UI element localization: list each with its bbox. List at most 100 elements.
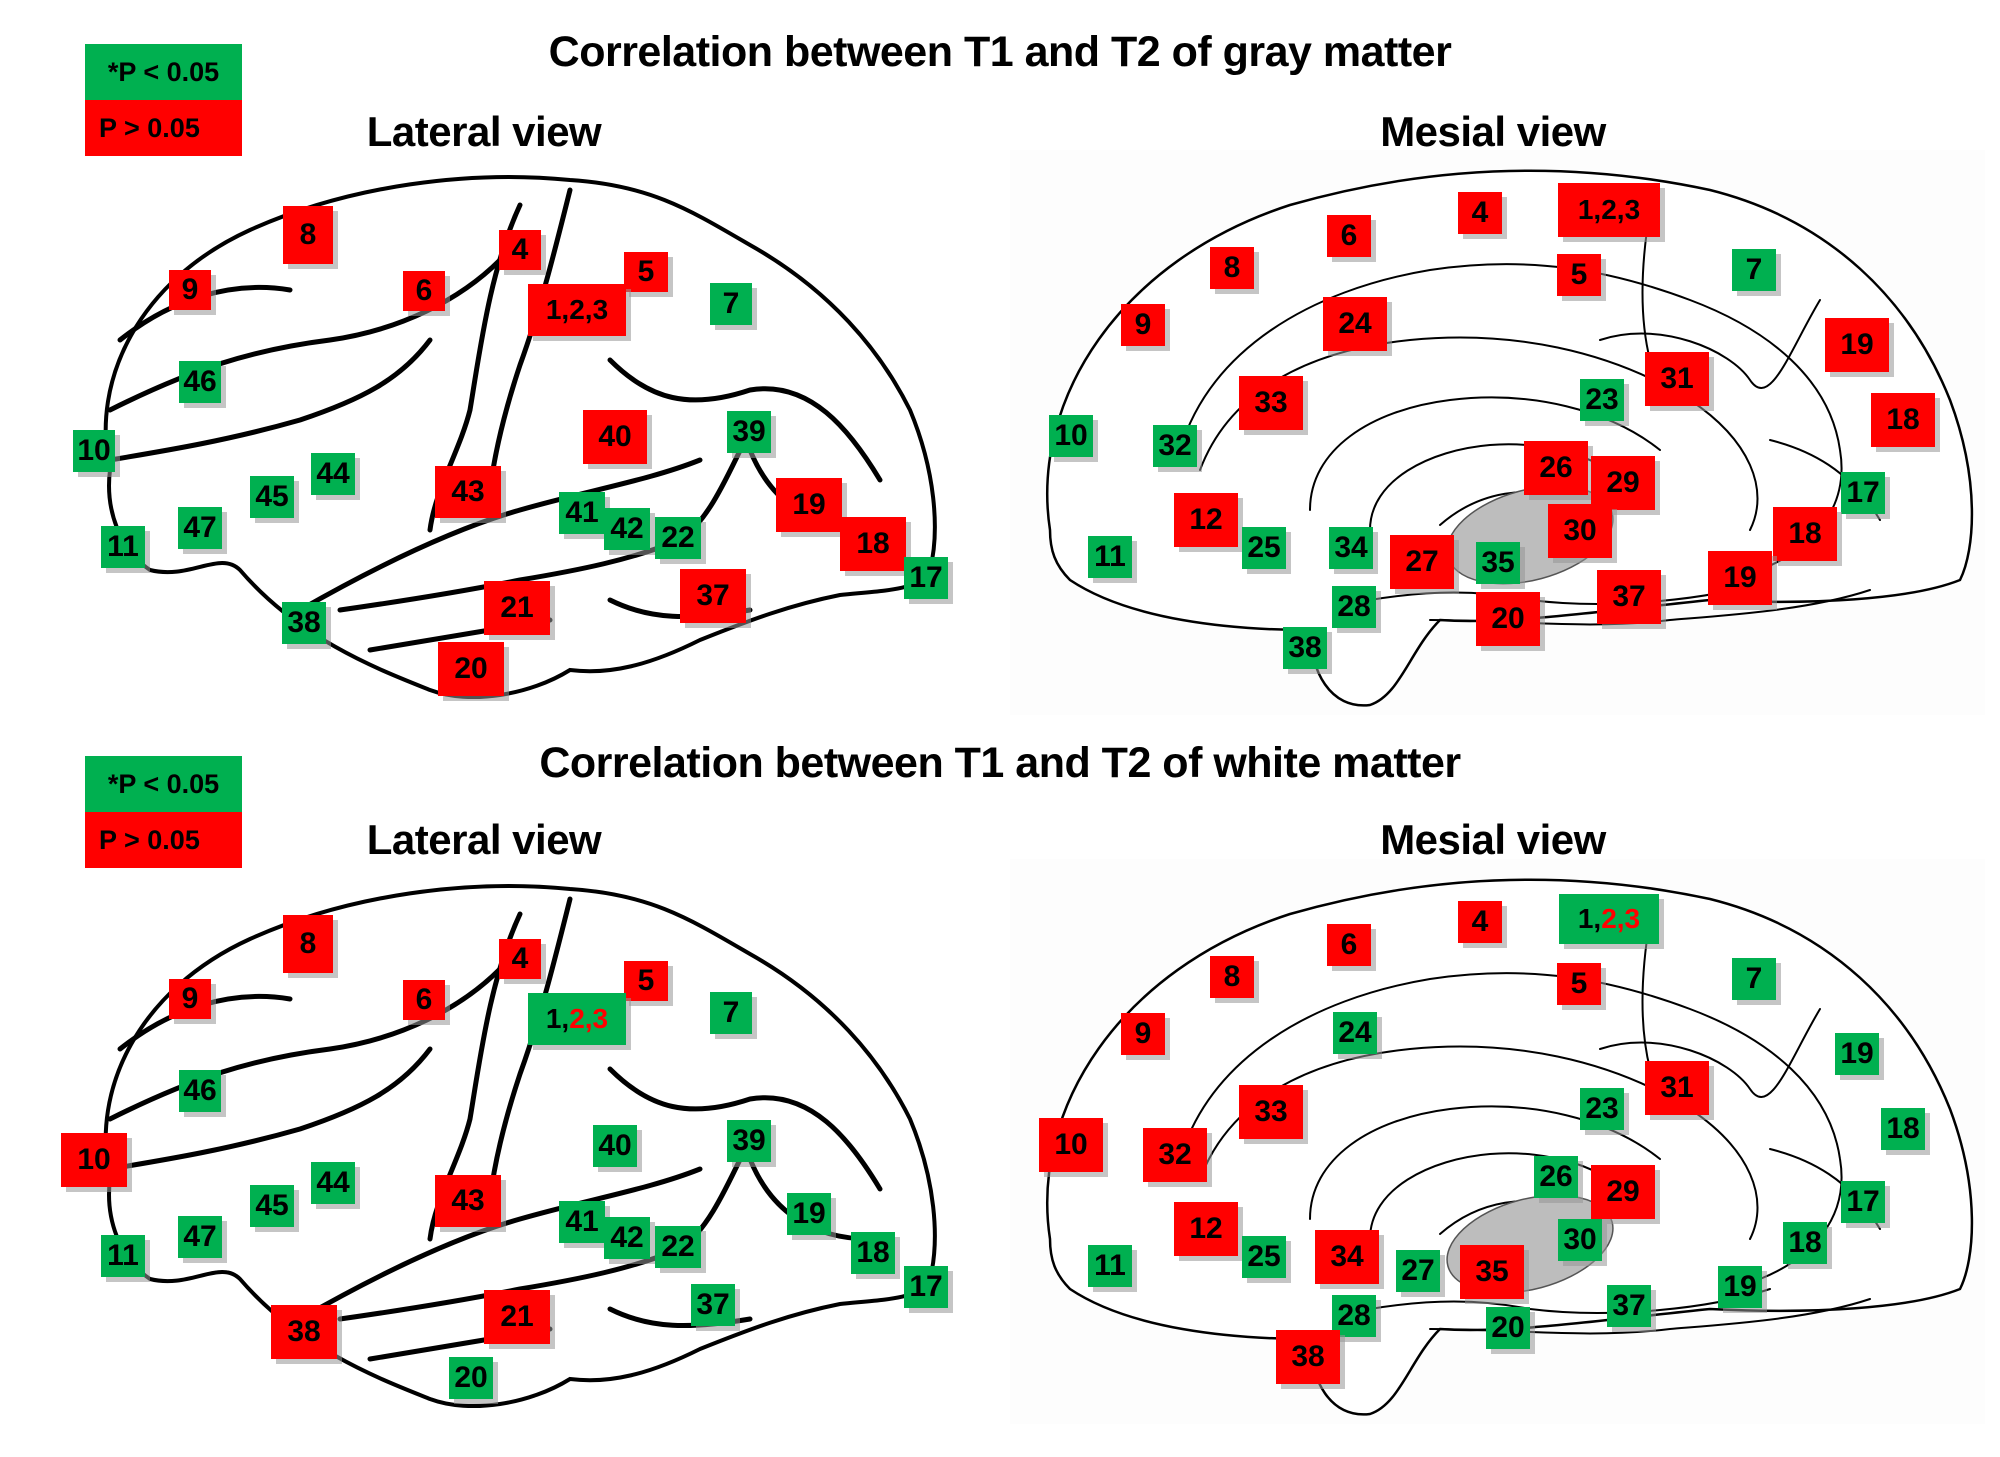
brain-sulcus [1179,972,1843,1280]
gray-matter-panel: Correlation between T1 and T2 of gray ma… [0,0,2000,720]
brain-sulcus [107,257,503,413]
region-label-part: 2,3 [1601,903,1641,934]
lateral-region-brodmann-7: 7 [710,992,752,1034]
mesial-region-brodmann-10: 10 [1049,415,1093,457]
lateral-region-brodmann-8: 8 [283,915,333,973]
brain-sulcus [487,187,573,493]
mesial-region-brodmann-32: 32 [1153,425,1197,467]
lateral-region-brodmann-46: 46 [179,1070,221,1112]
mesial-region-brodmann-34: 34 [1315,1230,1379,1284]
brain-sulcus [337,427,753,613]
lateral-region-brodmann-1-2-3: 1,2,3 [528,993,626,1045]
mesial-region-brodmann-33: 33 [1239,376,1303,430]
mesial-region-brodmann-33: 33 [1239,1085,1303,1139]
lateral-region-brodmann-9: 9 [169,979,211,1019]
mesial-region-brodmann-24: 24 [1333,1012,1377,1054]
lateral-region-brodmann-38: 38 [282,602,326,644]
lateral-region-brodmann-38: 38 [271,1305,337,1359]
mesial-region-brodmann-11: 11 [1088,1245,1132,1287]
mesial-region-brodmann-38: 38 [1276,1330,1340,1384]
mesial-region-brodmann-9: 9 [1121,1013,1165,1055]
lateral-region-brodmann-1-2-3: 1,2,3 [528,284,626,336]
mesial-region-brodmann-19: 19 [1718,1266,1762,1308]
lateral-region-brodmann-10: 10 [73,430,115,472]
mesial-region-brodmann-18: 18 [1773,507,1837,561]
brain-sulcus [107,1046,433,1172]
brain-sulcus [107,337,433,463]
lateral-region-brodmann-5: 5 [624,252,668,292]
lateral-region-brodmann-40: 40 [593,1125,637,1167]
lateral-region-brodmann-10: 10 [61,1133,127,1187]
lateral-region-brodmann-42: 42 [604,1217,650,1259]
mesial-region-brodmann-34: 34 [1329,527,1373,569]
mesial-region-brodmann-25: 25 [1242,527,1286,569]
mesial-view-title: Mesial view [1380,816,1606,863]
mesial-region-brodmann-27: 27 [1390,535,1454,589]
mesial-region-brodmann-17: 17 [1841,1181,1885,1223]
lateral-region-brodmann-11: 11 [101,526,145,568]
mesial-region-brodmann-4: 4 [1458,192,1502,234]
mesial-region-brodmann-8: 8 [1210,247,1254,289]
lateral-region-brodmann-39: 39 [727,411,771,453]
lateral-region-brodmann-20: 20 [449,1357,493,1399]
brain-sulcus [297,1166,703,1322]
lateral-region-brodmann-22: 22 [655,1226,701,1268]
mesial-region-brodmann-19: 19 [1825,318,1889,372]
lateral-region-brodmann-20: 20 [438,642,504,696]
lateral-region-brodmann-43: 43 [435,1175,501,1227]
mesial-region-brodmann-31: 31 [1645,352,1709,406]
mesial-region-brodmann-8: 8 [1210,956,1254,998]
panel-title: Correlation between T1 and T2 of gray ma… [548,28,1452,76]
lateral-region-brodmann-17: 17 [904,1266,948,1308]
brain-sulcus [337,1136,753,1322]
lateral-view-title: Lateral view [366,816,602,863]
lateral-region-brodmann-22: 22 [655,517,701,559]
mesial-region-brodmann-6: 6 [1327,924,1371,966]
brain-sulcus [607,1066,883,1192]
brain-sulcus [607,357,883,483]
brain-sulcus [107,966,503,1122]
lateral-region-brodmann-45: 45 [250,476,294,518]
mesial-region-brodmann-25: 25 [1242,1236,1286,1278]
mesial-view-title: Mesial view [1380,108,1606,155]
mesial-region-brodmann-30: 30 [1558,1219,1602,1261]
mesial-region-brodmann-5: 5 [1557,963,1601,1005]
lateral-region-brodmann-21: 21 [484,1290,550,1344]
mesial-region-brodmann-35: 35 [1460,1245,1524,1299]
mesial-region-brodmann-38: 38 [1283,627,1327,669]
lateral-region-brodmann-40: 40 [583,410,647,464]
lateral-region-brodmann-6: 6 [403,271,445,311]
mesial-region-brodmann-5: 5 [1557,254,1601,296]
lateral-region-brodmann-4: 4 [499,939,541,979]
mesial-region-brodmann-19: 19 [1708,551,1772,605]
mesial-region-brodmann-1-2-3: 1,2,3 [1558,183,1660,237]
lateral-view-title: Lateral view [366,108,602,155]
region-label-part: 1, [1577,903,1602,934]
lateral-region-brodmann-39: 39 [727,1120,771,1162]
mesial-region-brodmann-12: 12 [1174,1202,1238,1256]
mesial-region-brodmann-26: 26 [1524,441,1588,495]
lateral-region-brodmann-18: 18 [840,517,906,571]
lateral-region-brodmann-47: 47 [178,1216,222,1258]
mesial-region-brodmann-23: 23 [1580,379,1624,421]
lateral-region-brodmann-42: 42 [604,508,650,550]
mesial-region-brodmann-32: 32 [1143,1128,1207,1182]
lateral-region-brodmann-37: 37 [691,1284,735,1326]
lateral-region-brodmann-11: 11 [101,1235,145,1277]
mesial-region-brodmann-20: 20 [1486,1307,1530,1349]
legend-significant: *P < 0.05 [85,756,242,812]
mesial-region-brodmann-11: 11 [1088,536,1132,578]
lateral-region-brodmann-41: 41 [559,1201,605,1243]
lateral-region-brodmann-6: 6 [403,980,445,1020]
mesial-region-brodmann-18: 18 [1881,1108,1925,1150]
mesial-region-brodmann-20: 20 [1476,592,1540,646]
brain-sulcus [1179,263,1843,571]
mesial-region-brodmann-28: 28 [1332,586,1376,628]
mesial-region-brodmann-29: 29 [1591,456,1655,510]
lateral-region-brodmann-46: 46 [179,361,221,403]
legend: *P < 0.05 P > 0.05 [85,44,242,156]
mesial-region-brodmann-12: 12 [1174,493,1238,547]
legend: *P < 0.05 P > 0.05 [85,756,242,868]
lateral-region-brodmann-47: 47 [178,507,222,549]
mesial-region-brodmann-23: 23 [1580,1088,1624,1130]
